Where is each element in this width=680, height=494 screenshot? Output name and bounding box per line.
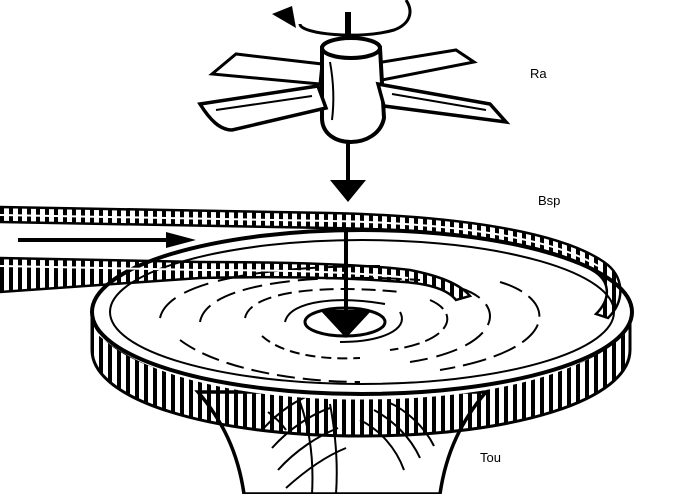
label-tower: Tou	[480, 450, 501, 465]
flow-arrow-head	[166, 232, 196, 248]
rotor	[197, 0, 511, 144]
rotation-arrow	[298, 0, 412, 37]
blade-back-right	[367, 48, 478, 82]
rotation-arrow-head	[272, 6, 296, 28]
label-bed-plate: Bsp	[538, 193, 561, 208]
rotor-hub	[320, 46, 387, 144]
drop-arrow	[320, 140, 372, 338]
label-rotor: Ra	[530, 66, 547, 81]
conveyor-belt	[0, 205, 622, 320]
blade-back-left	[208, 52, 324, 86]
blade-front-left	[197, 84, 329, 132]
